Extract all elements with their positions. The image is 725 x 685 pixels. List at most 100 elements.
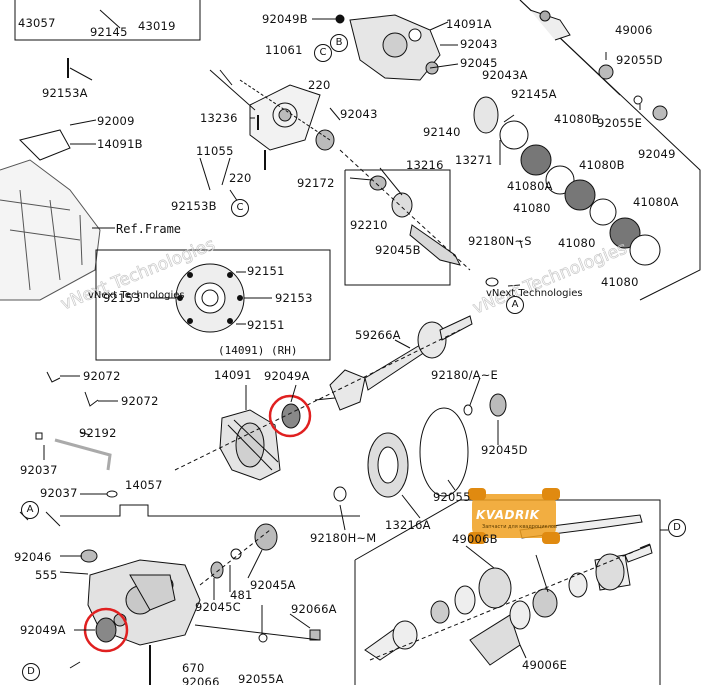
part-92153A[interactable]: 92153A	[42, 86, 88, 100]
clutch-pack	[473, 96, 661, 266]
part-92055D[interactable]: 92055D	[616, 53, 663, 67]
part-92145[interactable]: 92145	[90, 25, 128, 39]
frame-ref	[0, 159, 101, 301]
part-92153-b[interactable]: 92153	[275, 291, 313, 305]
part-14091B[interactable]: 14091B	[97, 137, 143, 151]
part-92180N-S[interactable]: 92180N~S	[468, 234, 532, 248]
axle-59266A	[329, 315, 473, 411]
part-92049A-mid[interactable]: 92049A	[264, 369, 310, 383]
ref-frame-label: Ref.Frame	[116, 222, 182, 236]
part-14057[interactable]: 14057	[125, 478, 163, 492]
part-11061[interactable]: 11061	[265, 43, 303, 57]
part-92151-a[interactable]: 92151	[247, 264, 285, 278]
seal-92049A	[281, 403, 301, 429]
part-92192[interactable]: 92192	[79, 426, 117, 440]
part-92045C[interactable]: 92045C	[195, 600, 241, 614]
part-13271[interactable]: 13271	[455, 153, 493, 167]
part-92066[interactable]: 92066	[182, 675, 220, 685]
callout-a-mid: A	[506, 296, 524, 314]
bearing-92172	[315, 129, 335, 151]
part-92049B[interactable]: 92049B	[262, 12, 308, 26]
part-92043-top[interactable]: 92043	[460, 37, 498, 51]
part-92153-a[interactable]: 92153	[103, 291, 141, 305]
part-92180H-M[interactable]: 92180H~M	[310, 531, 377, 545]
callout-d-left: D	[22, 663, 40, 681]
callout-d-right: D	[668, 519, 686, 537]
part-49006[interactable]: 49006	[615, 23, 653, 37]
part-92145A[interactable]: 92145A	[511, 87, 557, 101]
part-92210[interactable]: 92210	[350, 218, 388, 232]
part-92055E[interactable]: 92055E	[597, 116, 643, 130]
part-92072-b[interactable]: 92072	[121, 394, 159, 408]
callout-c-top: C	[314, 44, 332, 62]
callout-c-mid: C	[231, 199, 249, 217]
part-92180-A-E[interactable]: 92180/A~E	[431, 368, 499, 382]
circlip-92180HM	[333, 486, 347, 502]
kvadrik-brand: KVADRIK	[476, 508, 540, 522]
watermark-right-small: vNext Technologies	[486, 288, 583, 299]
part-41080-3[interactable]: 41080	[601, 275, 639, 289]
part-43019[interactable]: 43019	[138, 19, 176, 33]
part-14091A[interactable]: 14091A	[446, 17, 492, 31]
part-13216-top[interactable]: 13216	[406, 158, 444, 172]
cover-plate-11061	[249, 84, 321, 151]
part-92072-a[interactable]: 92072	[83, 369, 121, 383]
part-92049[interactable]: 92049	[638, 147, 676, 161]
part-41080A-2[interactable]: 41080A	[633, 195, 679, 209]
part-59266A[interactable]: 59266A	[355, 328, 401, 342]
part-92045A[interactable]: 92045A	[250, 578, 296, 592]
part-92037-a[interactable]: 92037	[20, 463, 58, 477]
inset-box	[95, 249, 331, 361]
part-13216A[interactable]: 13216A	[385, 518, 431, 532]
part-92043-mid[interactable]: 92043	[340, 107, 378, 121]
part-92151-b[interactable]: 92151	[247, 318, 285, 332]
part-92045D[interactable]: 92045D	[481, 443, 528, 457]
part-41080A-1[interactable]: 41080A	[507, 179, 553, 193]
part-43057[interactable]: 43057	[18, 16, 56, 30]
part-13236[interactable]: 13236	[200, 111, 238, 125]
part-670[interactable]: 670	[182, 661, 205, 675]
part-220-mid[interactable]: 220	[229, 171, 252, 185]
inset-housing	[175, 263, 245, 333]
highlight-92049A-mid	[268, 394, 312, 438]
oil-seal-92049B	[335, 14, 345, 24]
part-92140[interactable]: 92140	[423, 125, 461, 139]
watermark-left-small: vNext Technologies	[88, 290, 185, 301]
part-92043A[interactable]: 92043A	[482, 68, 528, 82]
ring-gear-13216A	[367, 432, 409, 498]
part-41080B-2[interactable]: 41080B	[579, 158, 625, 172]
circlip-92180	[485, 277, 499, 287]
o-ring-92055	[419, 407, 469, 497]
part-92153B[interactable]: 92153B	[171, 199, 217, 213]
part-92046[interactable]: 92046	[14, 550, 52, 564]
part-92055A[interactable]: 92055A	[238, 672, 284, 685]
inset-caption: (14091) (RH)	[218, 344, 298, 357]
part-41080-2[interactable]: 41080	[558, 236, 596, 250]
seal-92049A-left	[95, 617, 117, 643]
kvadrik-tagline: Запчасти для квадроциклов	[482, 524, 557, 530]
top-left-frame	[14, 0, 201, 41]
part-220-top[interactable]: 220	[308, 78, 331, 92]
part-92066A[interactable]: 92066A	[291, 602, 337, 616]
part-92037-b[interactable]: 92037	[40, 486, 78, 500]
part-41080B-1[interactable]: 41080B	[554, 112, 600, 126]
callout-b: B	[330, 34, 348, 52]
part-49006B[interactable]: 49006B	[452, 532, 498, 546]
part-11055[interactable]: 11055	[196, 144, 234, 158]
part-92045B[interactable]: 92045B	[375, 243, 421, 257]
part-92055[interactable]: 92055	[433, 490, 471, 504]
part-555[interactable]: 555	[35, 568, 58, 582]
part-14091[interactable]: 14091	[214, 368, 252, 382]
part-92049A-left[interactable]: 92049A	[20, 623, 66, 637]
diff-assembly-bottom	[87, 559, 201, 646]
part-481[interactable]: 481	[230, 588, 253, 602]
part-92009[interactable]: 92009	[97, 114, 135, 128]
part-41080-1[interactable]: 41080	[513, 201, 551, 215]
part-92045-top[interactable]: 92045	[460, 56, 498, 70]
housing-14091	[219, 409, 281, 481]
part-92172[interactable]: 92172	[297, 176, 335, 190]
callout-a-left: A	[21, 501, 39, 519]
part-49006E[interactable]: 49006E	[522, 658, 568, 672]
